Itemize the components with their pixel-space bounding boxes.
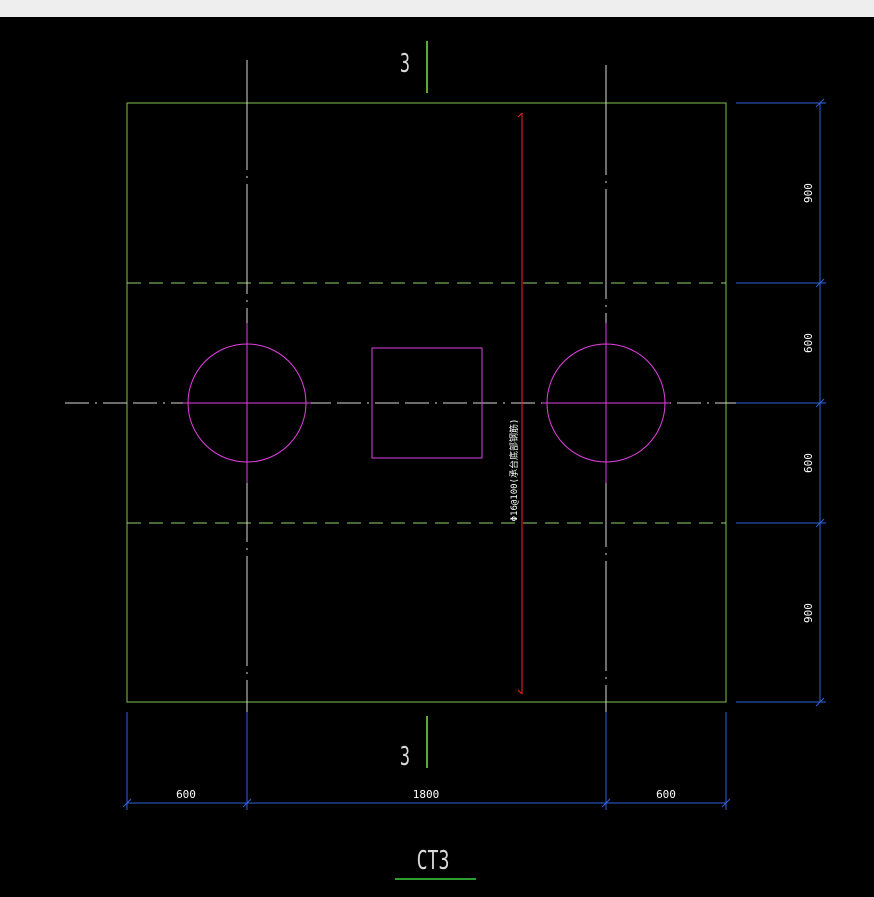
column-outline — [371, 347, 483, 459]
dim-bottom-3: 600 — [656, 788, 676, 801]
dim-right-2: 600 — [802, 333, 815, 353]
section-label-top: 3 — [400, 49, 410, 79]
dim-right-1: 900 — [802, 183, 815, 203]
dim-right-4: 900 — [802, 603, 815, 623]
drawing-title: CT3 — [417, 846, 450, 876]
rebar-hook-bottom — [517, 689, 523, 695]
section-label-bottom: 3 — [400, 742, 410, 772]
bottom-dimension-chain — [122, 712, 731, 810]
dim-bottom-2: 1800 — [413, 788, 440, 801]
right-dimension-chain — [736, 98, 826, 707]
window-titlebar — [0, 0, 874, 17]
rebar-hook-top — [517, 112, 523, 118]
rebar-note: Φ16@100(承台底部钢筋) — [508, 419, 520, 522]
dim-bottom-1: 600 — [176, 788, 196, 801]
dim-right-3: 600 — [802, 453, 815, 473]
